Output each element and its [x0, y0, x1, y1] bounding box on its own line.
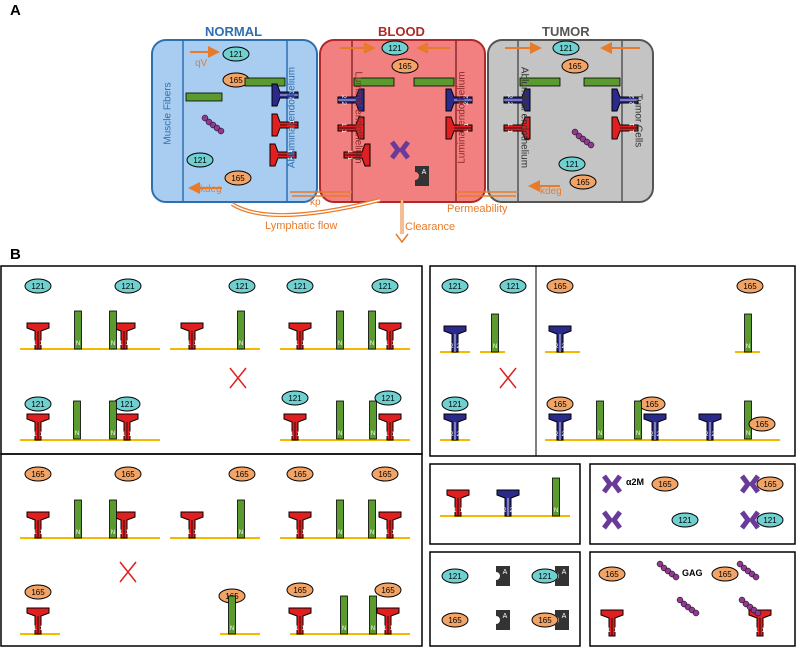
- kp-label: kp: [310, 197, 321, 208]
- qv-label: qV: [195, 58, 208, 69]
- ab-endo-right-label: Abluminal endothelium: [518, 66, 530, 169]
- box-r2: [429, 265, 796, 457]
- blood-title: BLOOD: [378, 24, 425, 39]
- panel-b-letter: B: [10, 246, 21, 263]
- clearance-label: Clearance: [405, 221, 456, 233]
- box-gag: [589, 551, 796, 647]
- box-a2m: [589, 463, 796, 545]
- panel-a-letter: A: [10, 2, 21, 19]
- lum-endo-left-label: Luminal endothelium: [352, 71, 364, 164]
- ab-endo-left-label: Abluminal endothelium: [286, 66, 298, 169]
- tumor-title: TUMOR: [542, 24, 590, 39]
- a2m-label: α2M: [626, 477, 645, 487]
- box-r1-165: [0, 453, 423, 647]
- gag-label: GAG: [682, 568, 703, 578]
- lymphatic-label: Lymphatic flow: [265, 220, 338, 232]
- normal-title: NORMAL: [205, 24, 263, 39]
- lum-endo-right-label: Luminal endothelium: [456, 71, 468, 164]
- permeability-label: Permeability: [447, 203, 508, 215]
- box-internalization: [429, 463, 581, 545]
- box-r1-121: [0, 265, 423, 455]
- kdeg-left-label: kdeg: [200, 184, 222, 195]
- muscle-label: Muscle Fibers: [162, 82, 174, 145]
- box-ablock: [429, 551, 581, 647]
- tumor-cells-label: Tumor Cells: [632, 93, 644, 148]
- kdeg-right-label: kdeg: [540, 186, 562, 197]
